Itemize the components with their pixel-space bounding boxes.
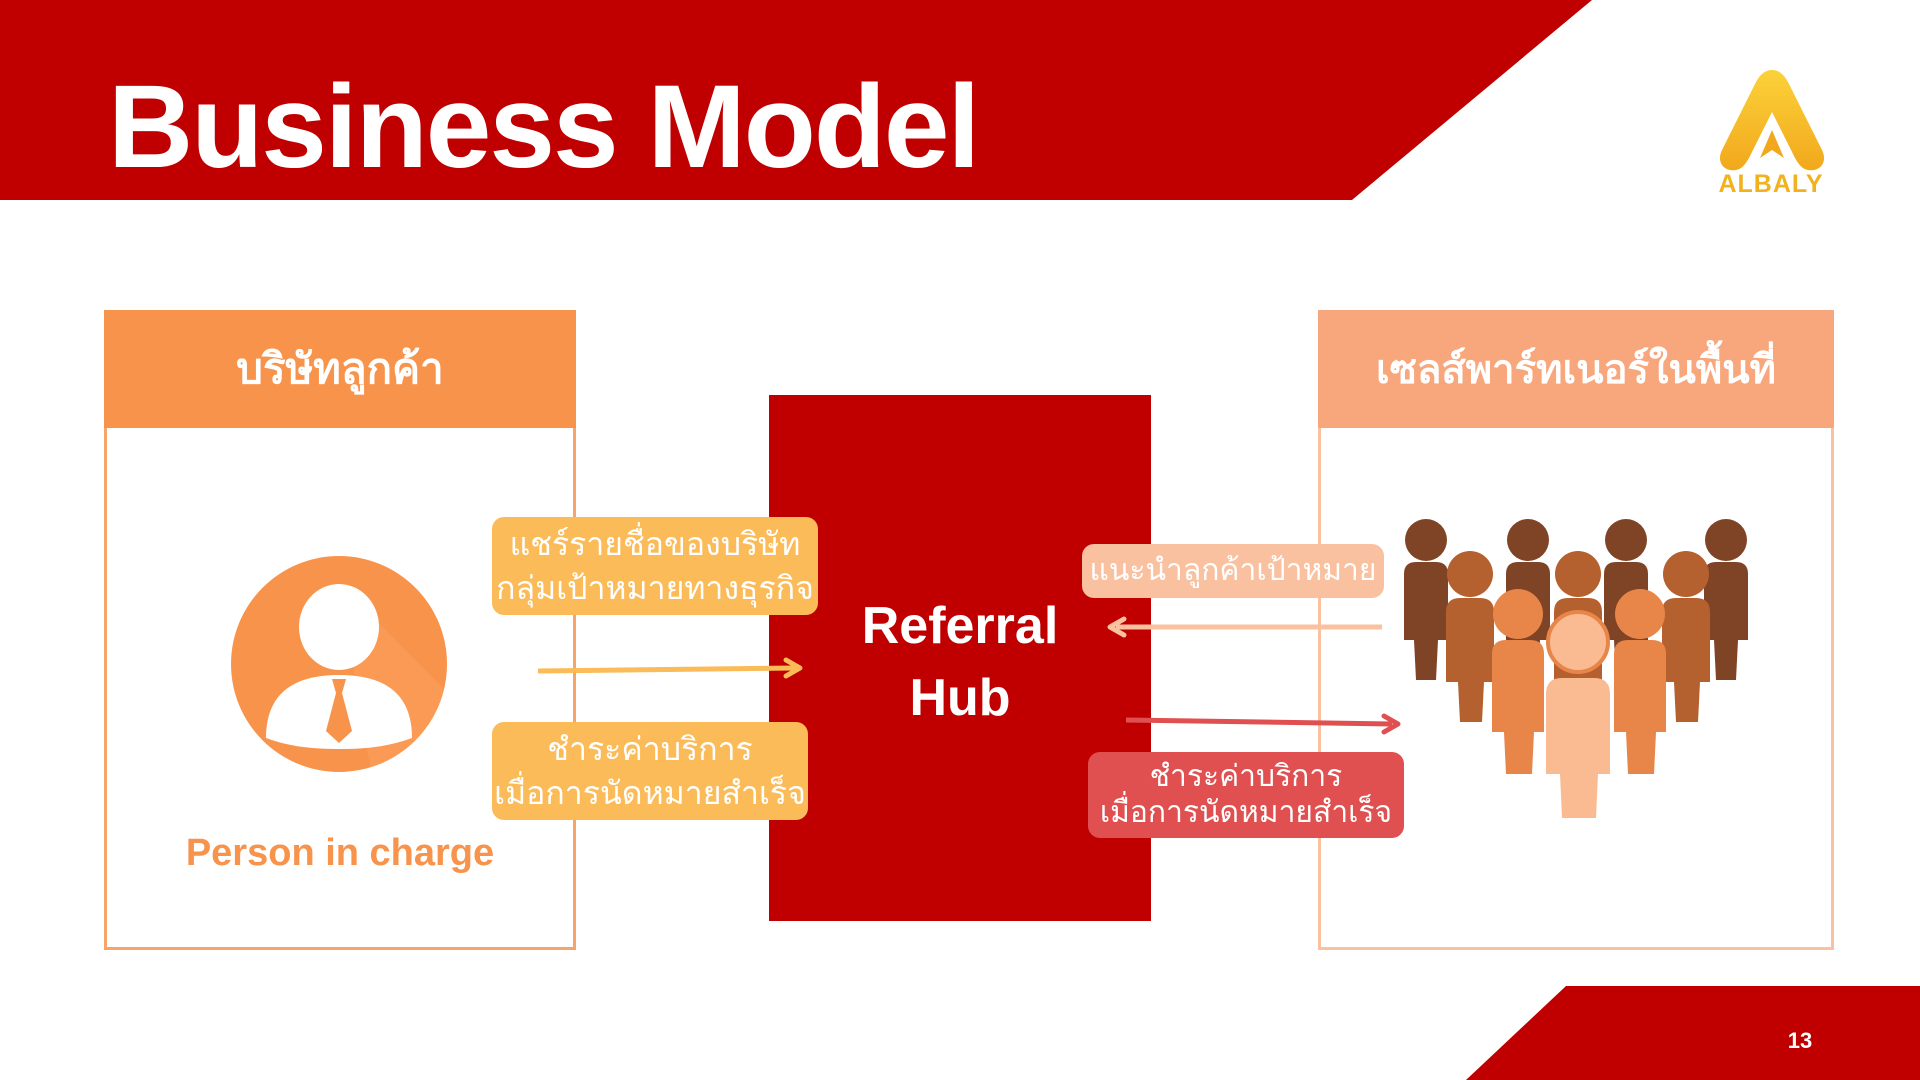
hub-payment-line2: เมื่อการนัดหมายสำเร็จ bbox=[1099, 796, 1393, 829]
share-company-list-line1: แชร์รายชื่อของบริษัท bbox=[509, 526, 801, 562]
person-in-charge-label: Person in charge bbox=[185, 832, 495, 874]
arrow-company-to-hub bbox=[537, 657, 803, 679]
refer-target-customer-line1: แนะนำลูกค้าเป้าหมาย bbox=[1089, 554, 1377, 587]
share-company-list-line2: กลุ่มเป้าหมายทางธุรกิจ bbox=[496, 570, 814, 606]
share-company-list-label: แชร์รายชื่อของบริษัท กลุ่มเป้าหมายทางธุร… bbox=[492, 517, 818, 615]
logo-text: ALBALY bbox=[1718, 170, 1824, 198]
referral-hub-box bbox=[769, 395, 1151, 921]
arrow-hub-to-partner bbox=[1125, 713, 1401, 735]
company-payment-line2: เมื่อการนัดหมายสำเร็จ bbox=[494, 775, 806, 811]
client-company-heading: บริษัทลูกค้า bbox=[104, 310, 576, 428]
person-in-charge-icon bbox=[231, 556, 447, 772]
arrow-partner-to-hub bbox=[1107, 616, 1382, 638]
header-banner bbox=[0, 0, 1592, 200]
refer-target-customer-label: แนะนำลูกค้าเป้าหมาย bbox=[1082, 544, 1384, 598]
company-payment-line1: ชำระค่าบริการ bbox=[547, 731, 753, 767]
referral-hub-label: Referral Hub bbox=[769, 590, 1151, 734]
hub-payment-label: ชำระค่าบริการ เมื่อการนัดหมายสำเร็จ bbox=[1088, 752, 1404, 838]
referral-hub-line1: Referral bbox=[861, 597, 1059, 655]
sales-partner-heading: เซลส์พาร์ทเนอร์ในพื้นที่ bbox=[1318, 310, 1834, 428]
page-number: 13 bbox=[1787, 1028, 1813, 1053]
hub-payment-line1: ชำระค่าบริการ bbox=[1149, 760, 1343, 793]
albaly-logo-icon bbox=[1719, 70, 1825, 171]
company-payment-label: ชำระค่าบริการ เมื่อการนัดหมายสำเร็จ bbox=[492, 722, 808, 820]
page-title: Business Model bbox=[108, 61, 980, 193]
people-group-icon bbox=[1404, 519, 1748, 818]
referral-hub-line2: Hub bbox=[909, 669, 1011, 727]
footer-banner bbox=[1466, 986, 1920, 1080]
